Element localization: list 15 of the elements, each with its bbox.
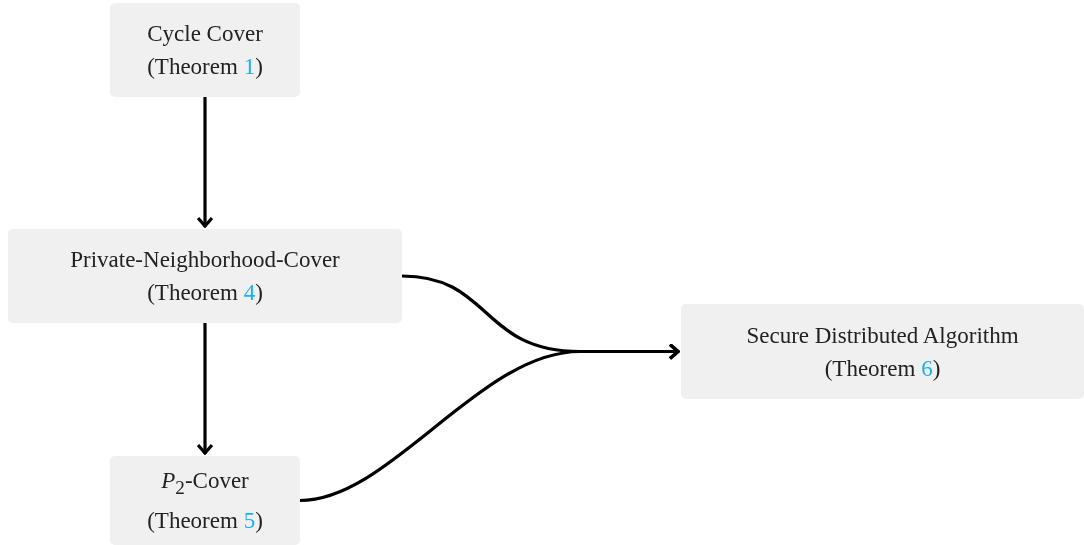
node-title: Private-Neighborhood-Cover (70, 246, 340, 274)
theorem-reference: (Theorem 6) (824, 354, 941, 383)
theorem-reference: (Theorem 4) (147, 279, 263, 307)
theorem-box (8, 229, 402, 323)
arrow (299, 342, 680, 503)
theorem-box (110, 456, 300, 545)
arrow (196, 323, 214, 455)
theorem-box (681, 304, 1084, 399)
theorem-box (110, 3, 300, 97)
node-title: P$_{2}$-Cover (161, 467, 249, 500)
theorem-reference: (Theorem 1) (147, 53, 263, 81)
node-title: Cycle Cover (147, 20, 263, 48)
node-title: Secure Distributed Algorithm (746, 321, 1019, 350)
arrow (196, 97, 214, 228)
theorem-reference: (Theorem 5) (147, 506, 263, 535)
